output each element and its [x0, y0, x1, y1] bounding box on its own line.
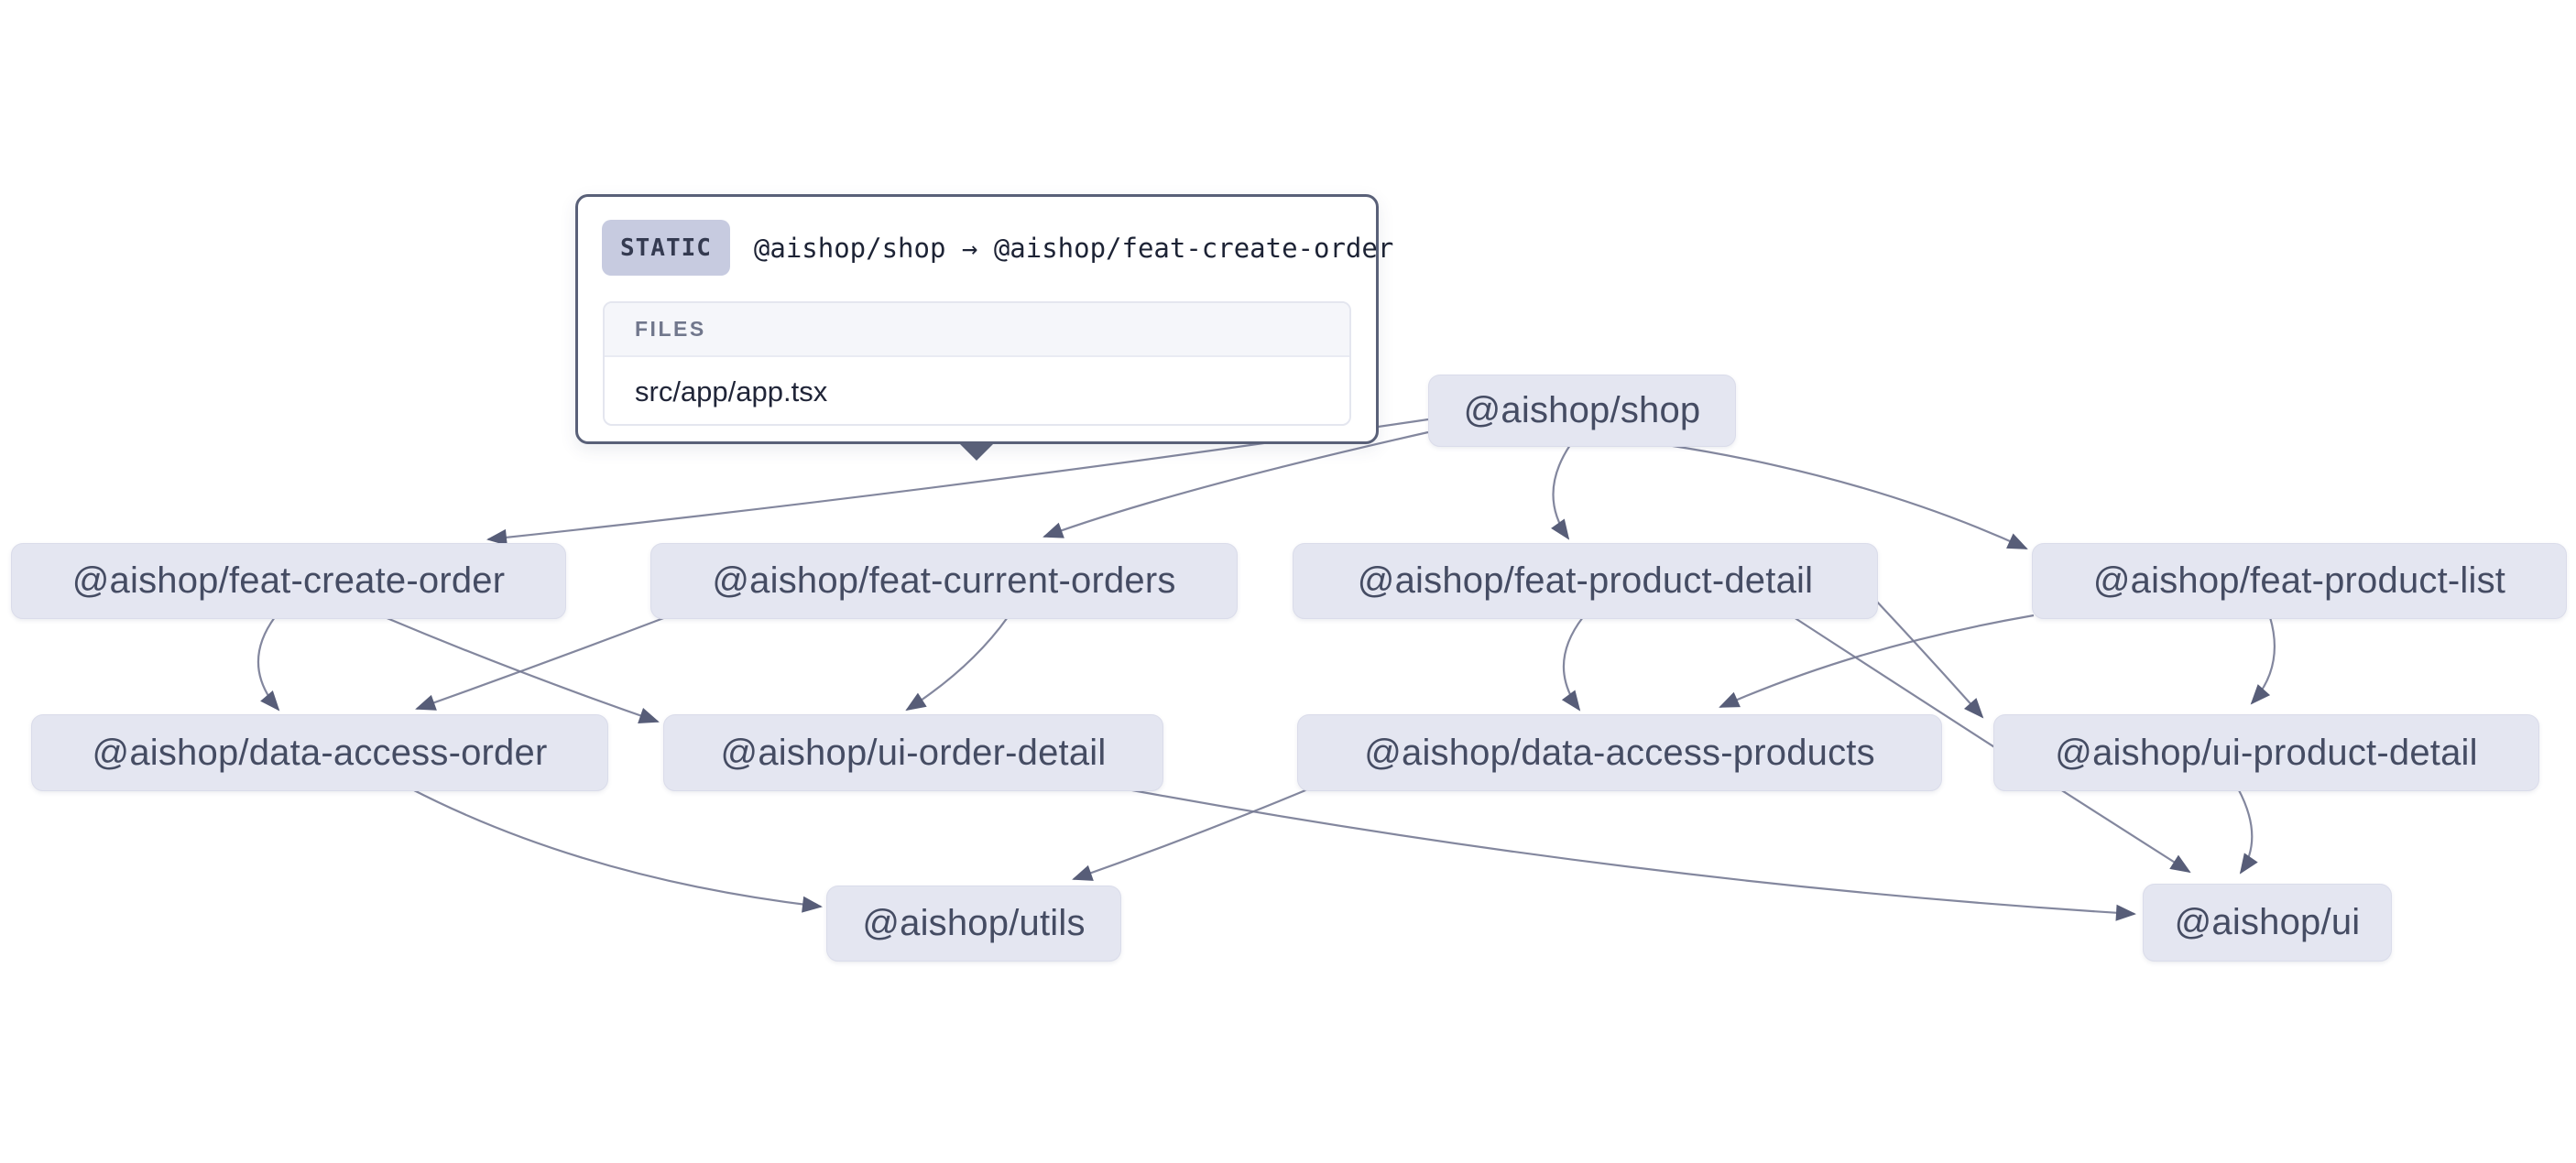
edge-data-access-products-utils[interactable] [1072, 787, 1311, 881]
edge-type-badge: STATIC [602, 220, 730, 276]
node-feat-product-list[interactable]: @aishop/feat-product-list [2032, 543, 2567, 619]
edge-feat-product-detail-data-access-products[interactable] [1561, 616, 1584, 712]
node-ui-product-detail[interactable]: @aishop/ui-product-detail [1993, 714, 2539, 791]
node-ui[interactable]: @aishop/ui [2143, 884, 2392, 962]
tooltip-header: STATIC @aishop/shop → @aishop/feat-creat… [602, 220, 1393, 276]
edge-data-access-order-utils[interactable] [409, 788, 823, 913]
edge-ui-order-detail-ui[interactable] [1121, 787, 2136, 921]
node-feat-current-orders[interactable]: @aishop/feat-current-orders [650, 543, 1238, 619]
edge-feat-product-detail-ui[interactable] [1793, 616, 2191, 874]
tooltip-caret [958, 442, 995, 461]
node-data-access-order[interactable]: @aishop/data-access-order [31, 714, 608, 791]
edge-feat-product-list-ui-product-detail[interactable] [2250, 616, 2276, 705]
edge-feat-current-orders-ui-order-detail[interactable] [905, 616, 1009, 712]
node-data-access-products[interactable]: @aishop/data-access-products [1297, 714, 1942, 791]
node-ui-order-detail[interactable]: @aishop/ui-order-detail [663, 714, 1163, 791]
node-feat-create-order[interactable]: @aishop/feat-create-order [11, 543, 566, 619]
edge-feat-product-detail-ui-product-detail[interactable] [1875, 600, 1984, 719]
edge-shop-feat-product-list[interactable] [1666, 443, 2028, 549]
node-feat-product-detail[interactable]: @aishop/feat-product-detail [1293, 543, 1878, 619]
edge-feat-product-list-data-access-products[interactable] [1719, 614, 2035, 709]
edge-feat-current-orders-data-access-order[interactable] [415, 615, 667, 711]
edge-ui-product-detail-ui[interactable] [2237, 788, 2258, 875]
node-utils[interactable]: @aishop/utils [826, 886, 1121, 962]
edge-feat-create-order-data-access-order[interactable] [257, 616, 280, 712]
files-panel: FILES src/app/app.tsx [603, 301, 1351, 426]
edge-tooltip: STATIC @aishop/shop → @aishop/feat-creat… [575, 194, 1393, 444]
edge-shop-feat-current-orders[interactable] [1042, 430, 1429, 538]
edge-title: @aishop/shop → @aishop/feat-create-order [753, 232, 1394, 264]
files-label: FILES [605, 303, 1349, 357]
node-shop[interactable]: @aishop/shop [1428, 375, 1736, 447]
edge-shop-feat-product-detail[interactable] [1551, 444, 1571, 540]
file-path: src/app/app.tsx [635, 375, 828, 408]
